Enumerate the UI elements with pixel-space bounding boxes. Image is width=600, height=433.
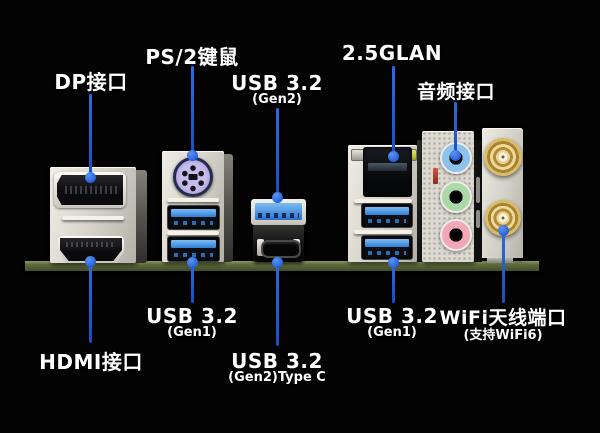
audio-module-detail: [433, 168, 438, 184]
label-usb-gen1-left: USB 3.2: [146, 304, 238, 328]
label-wifi-sub: (支持WiFi6): [463, 328, 543, 343]
ethernet-slot: [368, 163, 407, 171]
label-lan: 2.5GLAN: [341, 41, 443, 65]
callout-dot-wifi: [498, 225, 509, 236]
audio-jack-mic: [440, 219, 472, 251]
callout-line-usb-typec: [275, 262, 279, 346]
block-groove: [167, 198, 219, 202]
callout-dot-usb-typec: [272, 257, 283, 268]
block-groove: [62, 216, 124, 220]
label-usb-typec-sub: (Gen2)Type C: [228, 370, 326, 385]
label-hdmi: HDMI接口: [39, 350, 143, 374]
audio-jack-line-out: [440, 181, 472, 213]
bracket-gap-slot: [476, 210, 480, 228]
usb-tongue: [365, 239, 409, 247]
callout-line-usb-gen1-left: [190, 262, 194, 303]
typec-clip: [257, 239, 264, 256]
jack-hole: [450, 229, 462, 241]
wifi-bracket-foot: [487, 258, 513, 263]
ethernet-port: [363, 147, 412, 197]
callout-line-hdmi: [88, 261, 92, 343]
usb-typec-port: [261, 240, 301, 258]
hdmi-port: [58, 236, 124, 263]
block-groove: [167, 231, 219, 235]
usb-a-port: [167, 205, 220, 230]
usb-tongue: [171, 209, 216, 217]
jack-hole: [450, 191, 462, 203]
callout-dot-usb-gen1-left: [187, 257, 198, 268]
callout-line-audio: [453, 102, 457, 156]
usb-gen2-port: [251, 199, 306, 225]
label-wifi: WiFi天线端口: [439, 307, 567, 329]
callout-line-lan: [391, 66, 395, 157]
label-usb-gen1-left-sub: (Gen1): [167, 325, 217, 340]
label-usb-gen2: USB 3.2: [231, 71, 323, 95]
callout-dot-usb-gen1-right: [388, 257, 399, 268]
callout-line-ps2: [190, 66, 194, 156]
label-usb-gen1-right: USB 3.2: [346, 304, 438, 328]
callout-dot-dp: [85, 172, 96, 183]
dp-hdmi-block-side: [136, 170, 147, 263]
label-dp: DP接口: [54, 70, 128, 94]
label-usb-typec: USB 3.2: [231, 349, 323, 373]
bracket-gap-slot: [476, 177, 480, 203]
block-groove: [354, 199, 412, 203]
callout-dot-hdmi: [85, 256, 96, 267]
pcb-edge: [25, 261, 539, 271]
label-audio: 音频接口: [416, 81, 496, 103]
ps2-usb-block-side: [224, 154, 233, 262]
callout-dot-audio: [450, 150, 461, 161]
callout-dot-ps2: [187, 150, 198, 161]
ps2-port: [173, 157, 213, 197]
label-usb-gen2-sub: (Gen2): [252, 92, 302, 107]
usb-tongue: [365, 207, 409, 215]
usb-tongue: [171, 240, 216, 248]
hdmi-slot: [60, 238, 122, 261]
usb-a-port: [361, 235, 413, 260]
label-usb-gen1-right-sub: (Gen1): [367, 325, 417, 340]
wifi-antenna-connector-top: [484, 138, 522, 176]
usb-a-port: [361, 203, 413, 228]
callout-line-usb-gen1-right: [391, 262, 395, 303]
audio-module-edge: [417, 140, 423, 262]
callout-line-dp: [88, 94, 92, 177]
callout-dot-usb-gen2: [272, 192, 283, 203]
usb-gen2-tongue: [255, 203, 302, 220]
callout-line-wifi: [501, 230, 505, 303]
callout-line-usb-gen2: [275, 108, 279, 197]
callout-dot-lan: [388, 151, 399, 162]
label-ps2: PS/2键鼠: [145, 45, 239, 69]
block-groove: [354, 230, 412, 234]
